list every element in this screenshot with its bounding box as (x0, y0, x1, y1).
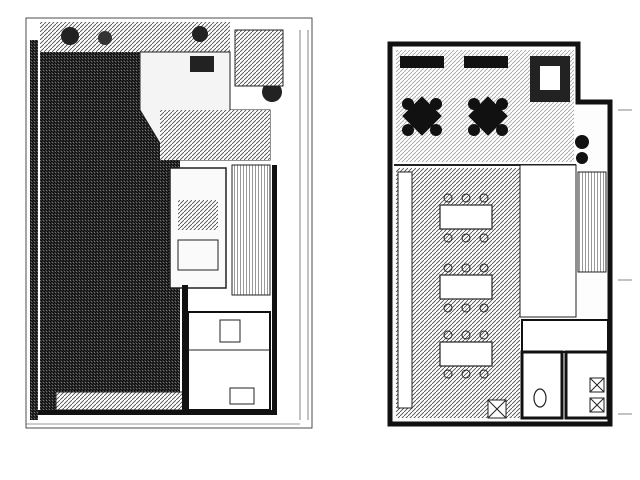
left-bottom-counter (55, 391, 187, 411)
right-lower-corridor (521, 319, 609, 353)
right-bar-area (519, 164, 577, 318)
long-table-1 (439, 193, 493, 243)
right-restroom-1 (520, 350, 564, 420)
left-service-room (187, 311, 271, 411)
right-floor-plan (387, 41, 632, 427)
table-set-left (402, 96, 442, 136)
long-table-2 (439, 263, 493, 313)
table-set-right (468, 96, 508, 136)
left-plan-dimension-frame (25, 17, 313, 429)
long-table-3 (439, 330, 493, 379)
left-floor-plan (25, 17, 313, 429)
right-staircase (577, 171, 607, 273)
left-corridor (160, 110, 270, 160)
right-wall-bench (397, 171, 413, 409)
left-staircase (231, 164, 271, 296)
